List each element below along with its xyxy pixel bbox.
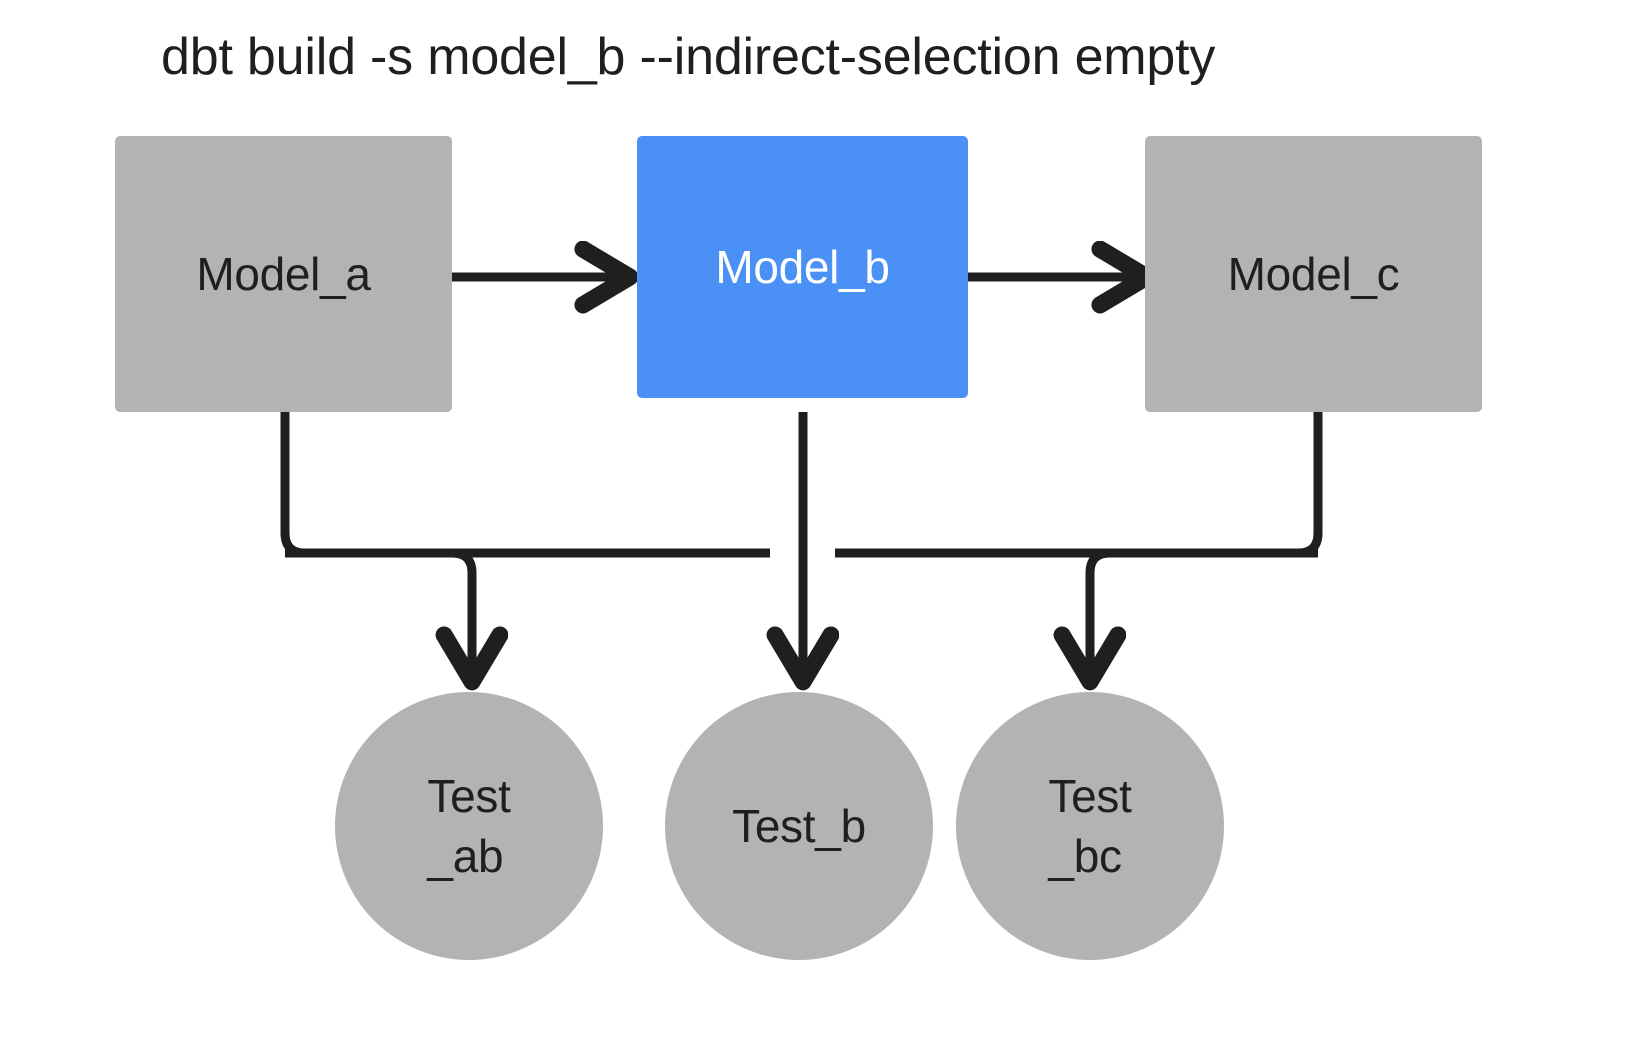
- node-model-a[interactable]: Model_a: [115, 136, 452, 412]
- edge-model-c-bus: [835, 412, 1323, 558]
- node-test-b-label: Test_b: [732, 800, 866, 852]
- node-test-bc[interactable]: Test _bc: [956, 692, 1224, 960]
- node-test-ab-label: Test _ab: [427, 770, 511, 882]
- node-model-c[interactable]: Model_c: [1145, 136, 1482, 412]
- node-model-c-label: Model_c: [1227, 248, 1400, 300]
- node-model-b-label: Model_b: [715, 241, 890, 293]
- edge-bus-to-test-ab: [285, 548, 472, 680]
- node-test-bc-label: Test _bc: [1048, 770, 1132, 882]
- edge-bus-to-test-bc: [1090, 548, 1318, 680]
- node-model-b[interactable]: Model_b: [637, 136, 968, 398]
- node-test-ab[interactable]: Test _ab: [335, 692, 603, 960]
- diagram-title: dbt build -s model_b --indirect-selectio…: [161, 28, 1216, 86]
- edge-model-a-bus: [280, 412, 770, 558]
- node-test-b[interactable]: Test_b: [665, 692, 933, 960]
- node-model-a-label: Model_a: [196, 248, 371, 300]
